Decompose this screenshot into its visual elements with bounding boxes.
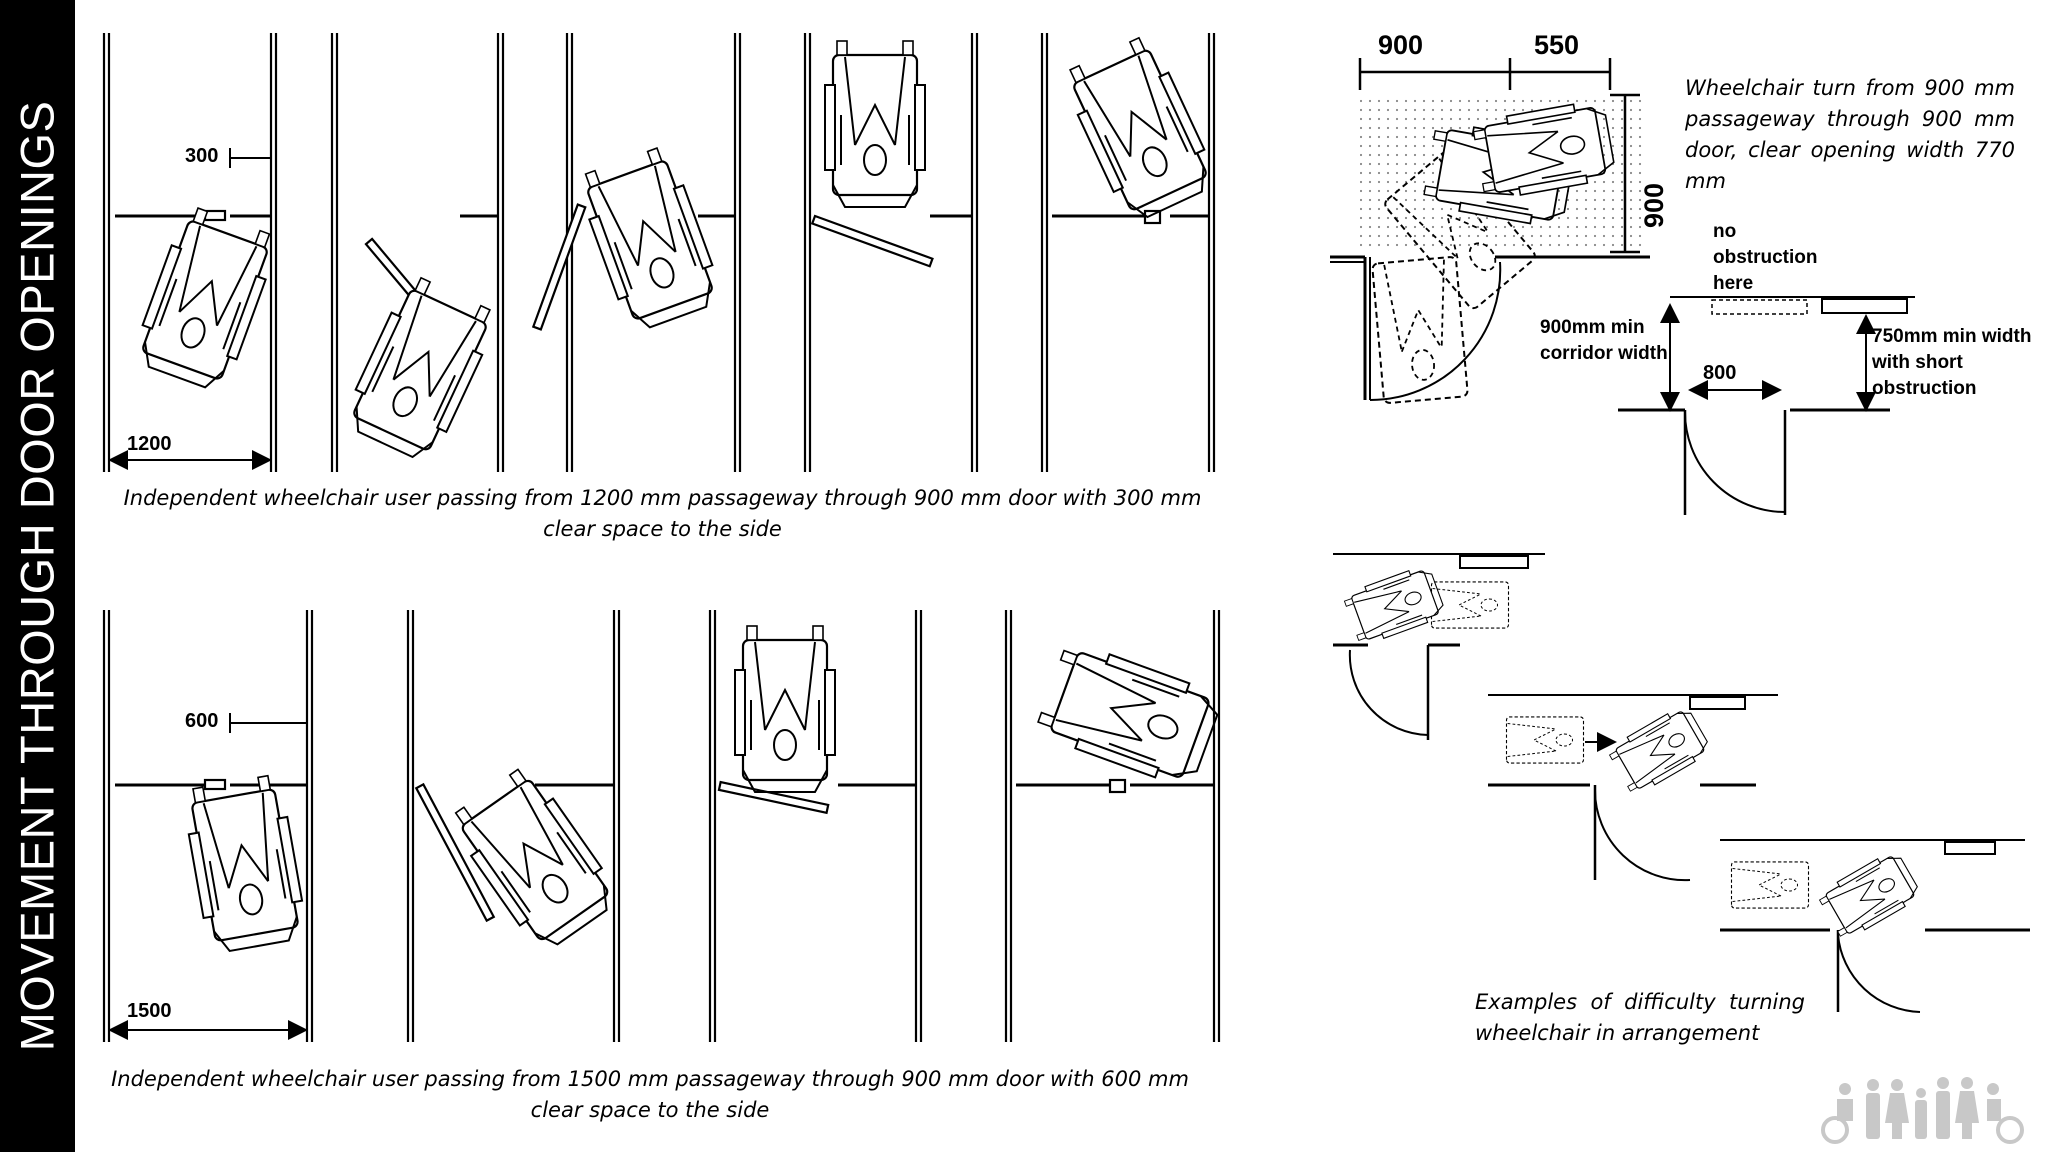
- bottom-passage-width-label: 1500: [127, 1000, 172, 1022]
- short-obstruction-label: 750mm min width with short obstruction: [1872, 326, 2032, 399]
- top-panel-drawing: [102, 31, 1222, 472]
- top-caption: Independent wheelchair user passing from…: [123, 486, 1202, 541]
- corridor-diagram-drawing: [1618, 296, 1915, 515]
- bottom-panel-drawing: [102, 610, 1226, 1042]
- turn-diagram-drawing: [1330, 58, 1650, 405]
- top-passage-width-label: 1200: [127, 433, 172, 455]
- turn-dim-width-a: 900: [1378, 30, 1424, 60]
- turn-caption: Wheelchair turn from 900 mm passageway t…: [1685, 76, 2015, 193]
- people-family-logo-icon: [1821, 1077, 2024, 1144]
- difficulty-caption: Examples of difficulty turning wheelchai…: [1475, 990, 1805, 1045]
- difficulty-diagram-drawing: [1333, 553, 2030, 1013]
- top-clearance-label: 300: [185, 145, 219, 167]
- turn-dim-height: 900: [1639, 182, 1670, 229]
- bottom-clearance-label: 600: [185, 710, 219, 732]
- corridor-width-label: 900mm min corridor width: [1540, 317, 1668, 364]
- sidebar: MOVEMENT THROUGH DOOR OPENINGS: [0, 0, 75, 1152]
- no-obstruction-note: no obstruction here: [1713, 221, 1818, 294]
- turn-dim-width-b: 550: [1534, 30, 1580, 60]
- bottom-caption: Independent wheelchair user passing from…: [111, 1067, 1189, 1122]
- door-width-label: 800: [1703, 362, 1737, 384]
